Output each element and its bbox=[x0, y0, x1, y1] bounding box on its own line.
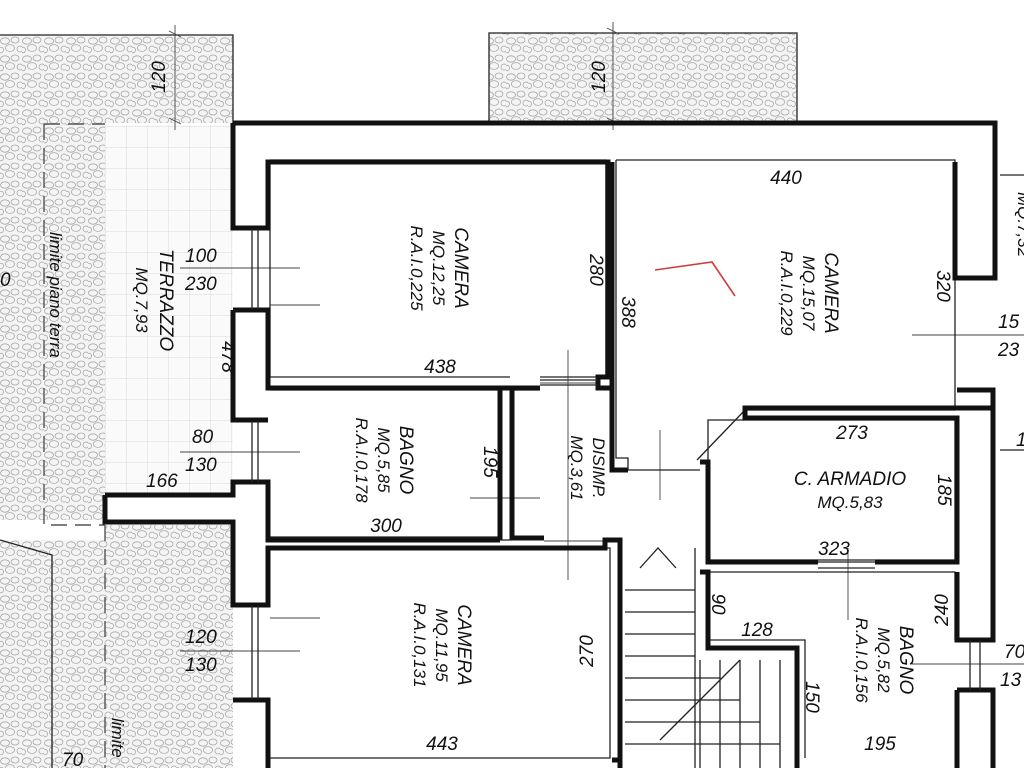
room-area: MQ.15,07 bbox=[799, 256, 818, 331]
dim-cam2-depth: 388 bbox=[617, 296, 638, 328]
room-area: MQ.7,93 bbox=[132, 267, 151, 333]
room-rai: R.A.I.0,225 bbox=[407, 225, 426, 311]
dim-bagno2-depth: 240 bbox=[932, 594, 953, 627]
dimension-labels: 120 120 100 230 478 280 438 440 388 320 … bbox=[0, 61, 1024, 768]
room-label-camera-3: CAMERA MQ.11,95 R.A.I.0,131 bbox=[410, 602, 474, 687]
room-area: MQ.5,85 bbox=[374, 427, 393, 493]
room-area: MQ.5,82 bbox=[874, 627, 893, 693]
dim-edge-left: 0 bbox=[0, 270, 11, 291]
dim-terr-len: 478 bbox=[217, 341, 238, 373]
staircase bbox=[625, 547, 781, 768]
room-rai: R.A.I.0,229 bbox=[777, 250, 796, 336]
dim-cam1-win-h: 230 bbox=[184, 274, 217, 295]
red-annotation bbox=[654, 261, 736, 297]
dim-stair-150: 150 bbox=[801, 681, 822, 713]
room-rai: R.A.I.0,131 bbox=[410, 602, 429, 687]
room-label-terrazzo: TERRAZZO MQ.7,93 bbox=[132, 249, 176, 352]
dim-balcony-right: 120 bbox=[589, 61, 610, 93]
dim-cam3-win-w: 120 bbox=[185, 627, 217, 648]
pebble-areas bbox=[0, 32, 798, 768]
room-label-bagno-1: BAGNO MQ.5,85 R.A.I.0,178 bbox=[352, 417, 416, 503]
room-name: CAMERA bbox=[453, 604, 474, 685]
room-area: MQ.5,83 bbox=[817, 493, 883, 512]
dim-cam1-win-w: 100 bbox=[185, 246, 217, 267]
dim-cam1-depth: 280 bbox=[585, 253, 606, 286]
room-name: DISIMP. bbox=[589, 437, 608, 498]
room-name: BAGNO bbox=[395, 426, 416, 495]
room-name: TERRAZZO bbox=[155, 249, 176, 352]
dim-cam3-win-h: 130 bbox=[185, 655, 217, 676]
dim-cam3-depth: 270 bbox=[577, 635, 598, 668]
dim-edge-right-1: 15 bbox=[998, 312, 1020, 333]
dim-bottom-70: 70 bbox=[62, 750, 84, 768]
dim-cam3-width: 443 bbox=[426, 734, 458, 755]
room-rai: R.A.I.0,178 bbox=[352, 417, 371, 503]
dim-cam1-width: 438 bbox=[424, 357, 456, 378]
exterior-walls bbox=[102, 120, 998, 768]
room-label-bagno-2: BAGNO MQ.5,82 R.A.I.0,156 bbox=[852, 617, 916, 703]
limit-note: limite piano terra bbox=[46, 232, 65, 358]
room-name: CAMERA bbox=[450, 227, 471, 308]
dim-edge-right-mid: 1 bbox=[1016, 430, 1024, 451]
room-name: CAMERA bbox=[820, 252, 841, 333]
dim-bagno-depth: 195 bbox=[479, 446, 500, 478]
dim-balcony-left: 120 bbox=[149, 61, 170, 93]
room-name: C. ARMADIO bbox=[794, 469, 906, 490]
room-rai: R.A.I.0,156 bbox=[852, 617, 871, 703]
windows bbox=[251, 174, 1024, 700]
limit-note-bottom: limite bbox=[108, 718, 127, 758]
room-label-camera-2: CAMERA MQ.15,07 R.A.I.0,229 bbox=[777, 250, 841, 336]
room-area: MQ.11,95 bbox=[432, 608, 451, 682]
dim-edge-right-3: 70 bbox=[1004, 642, 1024, 663]
edge-right-top: MQ.7,32 bbox=[1014, 192, 1024, 258]
dim-terr-width: 166 bbox=[146, 471, 178, 492]
dim-cam2-width: 440 bbox=[770, 168, 802, 189]
dim-cam2-win: 320 bbox=[932, 270, 953, 302]
dim-armadio-w: 273 bbox=[835, 423, 868, 444]
dim-edge-right-4: 13 bbox=[1000, 670, 1022, 691]
room-label-disimp: DISIMP. MQ.3,61 bbox=[567, 435, 608, 500]
notes: limite piano terra limite bbox=[46, 232, 127, 758]
limit-line bbox=[43, 123, 106, 768]
dim-bagno-win-h: 130 bbox=[185, 455, 217, 476]
dim-bagno-win-w: 80 bbox=[192, 427, 214, 448]
terrace-tiles bbox=[105, 125, 233, 495]
room-area: MQ.3,61 bbox=[567, 435, 586, 500]
dim-stair-90: 90 bbox=[707, 593, 728, 615]
dim-edge-right-2: 23 bbox=[997, 340, 1020, 361]
dim-bagno-width: 300 bbox=[370, 516, 402, 537]
room-labels: CAMERA MQ.12,25 R.A.I.0,225 CAMERA MQ.15… bbox=[132, 225, 916, 703]
room-name: BAGNO bbox=[895, 626, 916, 695]
dim-armadio-h: 185 bbox=[933, 474, 954, 506]
dim-armadio-bottom: 323 bbox=[818, 539, 850, 560]
room-label-armadio: C. ARMADIO MQ.5,83 bbox=[794, 469, 906, 512]
room-area: MQ.12,25 bbox=[429, 231, 448, 306]
dim-bagno2-width: 195 bbox=[864, 734, 896, 755]
dim-stair-128: 128 bbox=[741, 620, 773, 641]
room-label-camera-1: CAMERA MQ.12,25 R.A.I.0,225 bbox=[407, 225, 471, 311]
